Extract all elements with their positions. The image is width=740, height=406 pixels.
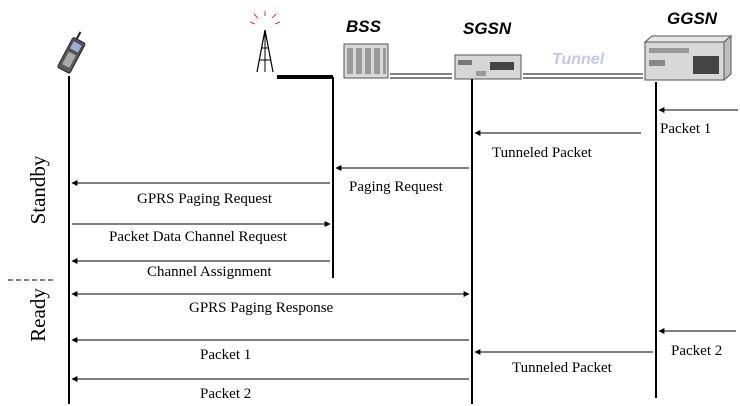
- ggsn-label: GGSN: [667, 9, 718, 28]
- antenna-tower-icon: [249, 11, 281, 73]
- network-links: [277, 73, 643, 79]
- bss-cabinet-icon: [343, 43, 389, 79]
- msg-paging-request: Paging Request: [349, 179, 444, 195]
- msg-gprs-paging-request: GPRS Paging Request: [137, 191, 273, 207]
- message-arrows: [71, 107, 738, 382]
- msg-packet2-ggsn: Packet 2: [671, 343, 722, 359]
- sgsn-router-icon: [454, 54, 522, 80]
- msg-tunneled-packet-2: Tunneled Packet: [512, 360, 613, 376]
- msg-packet1-ms: Packet 1: [200, 347, 251, 363]
- standby-state-label: Standby: [26, 155, 50, 224]
- msg-packet1-ggsn: Packet 1: [660, 121, 711, 137]
- sgsn-label: SGSN: [463, 19, 512, 38]
- msg-tunneled-packet-1: Tunneled Packet: [492, 145, 593, 161]
- ready-state-label: Ready: [26, 288, 50, 342]
- msg-gprs-paging-response: GPRS Paging Response: [189, 300, 334, 316]
- tunnel-label: Tunnel: [552, 51, 605, 68]
- bss-label: BSS: [346, 17, 382, 36]
- msg-packet2-ms: Packet 2: [200, 386, 251, 402]
- msg-channel-assignment: Channel Assignment: [147, 264, 272, 280]
- ggsn-server-icon: [643, 34, 733, 82]
- mobile-phone-icon: [57, 31, 86, 74]
- msg-packet-data-channel-request: Packet Data Channel Request: [109, 229, 288, 245]
